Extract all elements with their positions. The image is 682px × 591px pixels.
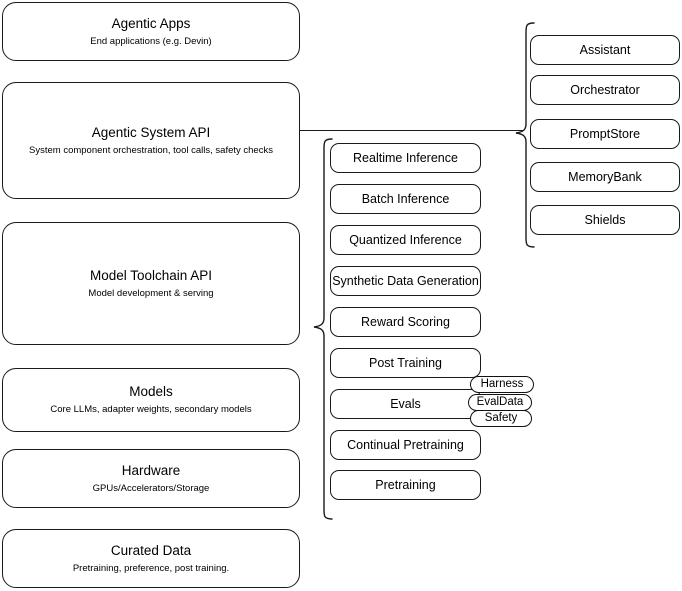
component-box-quantized-inference[interactable]: Quantized Inference [330, 225, 481, 255]
eval-subcomponent-safety[interactable]: Safety [470, 410, 532, 427]
component-box-continual-pretraining[interactable]: Continual Pretraining [330, 430, 481, 460]
layer-subtitle: End applications (e.g. Devin) [90, 35, 212, 47]
eval-subcomponent-harness[interactable]: Harness [470, 376, 534, 393]
layer-box-models[interactable]: Models Core LLMs, adapter weights, secon… [2, 368, 300, 432]
layer-subtitle: GPUs/Accelerators/Storage [92, 482, 210, 494]
eval-subcomponent-evaldata[interactable]: EvalData [468, 394, 532, 411]
layer-subtitle: Model development & serving [88, 287, 214, 299]
layer-subtitle: System component orchestration, tool cal… [29, 144, 273, 156]
layer-subtitle: Core LLMs, adapter weights, secondary mo… [50, 404, 252, 415]
system-component-box-orchestrator[interactable]: Orchestrator [530, 75, 680, 105]
connector-system-api-to-components [300, 129, 524, 133]
component-box-evals[interactable]: Evals [330, 389, 481, 419]
component-box-pretraining[interactable]: Pretraining [330, 470, 481, 500]
brace-system-components [515, 22, 535, 248]
layer-box-curated-data[interactable]: Curated Data Pretraining, preference, po… [2, 529, 300, 588]
system-component-box-shields[interactable]: Shields [530, 205, 680, 235]
component-box-reward-scoring[interactable]: Reward Scoring [330, 307, 481, 337]
component-box-synthetic-data-generation[interactable]: Synthetic Data Generation [330, 266, 481, 296]
layer-title: Agentic Apps [111, 15, 191, 31]
component-box-realtime-inference[interactable]: Realtime Inference [330, 143, 481, 173]
layer-title: Hardware [121, 462, 181, 478]
layer-title: Agentic System API [91, 124, 211, 140]
layer-box-agentic-apps[interactable]: Agentic Apps End applications (e.g. Devi… [2, 2, 300, 61]
layer-subtitle: Pretraining, preference, post training. [72, 562, 230, 574]
layer-box-agentic-system-api[interactable]: Agentic System API System component orch… [2, 82, 300, 199]
system-component-box-memorybank[interactable]: MemoryBank [530, 162, 680, 192]
layer-box-hardware[interactable]: Hardware GPUs/Accelerators/Storage [2, 449, 300, 508]
layer-title: Curated Data [110, 542, 192, 558]
layer-title: Model Toolchain API [89, 267, 213, 283]
system-component-box-promptstore[interactable]: PromptStore [530, 119, 680, 149]
component-box-post-training[interactable]: Post Training [330, 348, 481, 378]
component-box-batch-inference[interactable]: Batch Inference [330, 184, 481, 214]
layer-title: Models [129, 384, 173, 399]
connector-horizontal-line [300, 130, 524, 132]
layer-box-model-toolchain-api[interactable]: Model Toolchain API Model development & … [2, 222, 300, 345]
brace-toolchain [313, 138, 333, 520]
system-component-box-assistant[interactable]: Assistant [530, 35, 680, 65]
